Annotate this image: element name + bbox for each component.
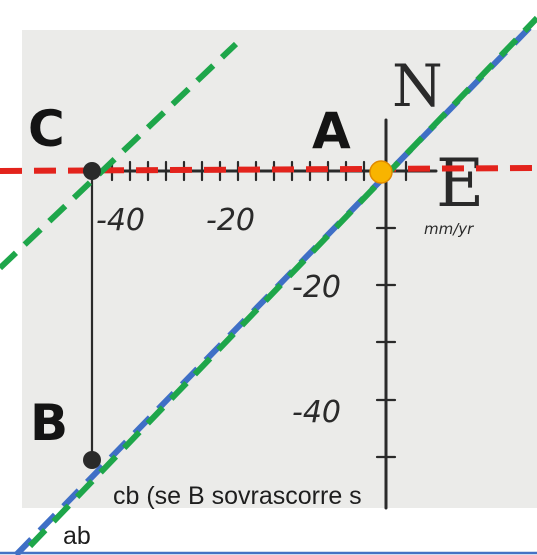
- x-tick-label-minus-40: -40: [96, 203, 145, 238]
- y-axis-ticks: [375, 226, 397, 459]
- axis-labels: N E mm/yr: [392, 52, 484, 238]
- y-tick-label-minus-20: -20: [292, 270, 341, 305]
- cb-note-label: cb (se B sovrascorre s: [113, 482, 362, 510]
- blue-dashed-line-ab: [13, 17, 537, 555]
- ab-label: ab: [63, 522, 91, 550]
- tick-labels: -40 -20 -20 -40: [96, 203, 341, 430]
- green-dashed-line-through-a: [27, 15, 537, 549]
- point-b-dot: [83, 451, 101, 469]
- east-label: E: [436, 145, 484, 222]
- point-labels: C A B: [28, 100, 351, 452]
- point-c-dot: [83, 162, 101, 180]
- point-a-dot: [369, 160, 393, 184]
- unit-label: mm/yr: [424, 220, 474, 238]
- point-label-b: B: [30, 394, 68, 452]
- green-dashed-line-through-c: [0, 41, 239, 271]
- x-tick-label-minus-20: -20: [206, 203, 255, 238]
- point-label-c: C: [28, 100, 65, 158]
- point-label-a: A: [312, 102, 351, 160]
- annotation-text: cb (se B sovrascorre s ab: [63, 482, 362, 550]
- y-tick-label-minus-40: -40: [292, 395, 341, 430]
- north-label: N: [392, 52, 443, 120]
- points: [83, 160, 393, 469]
